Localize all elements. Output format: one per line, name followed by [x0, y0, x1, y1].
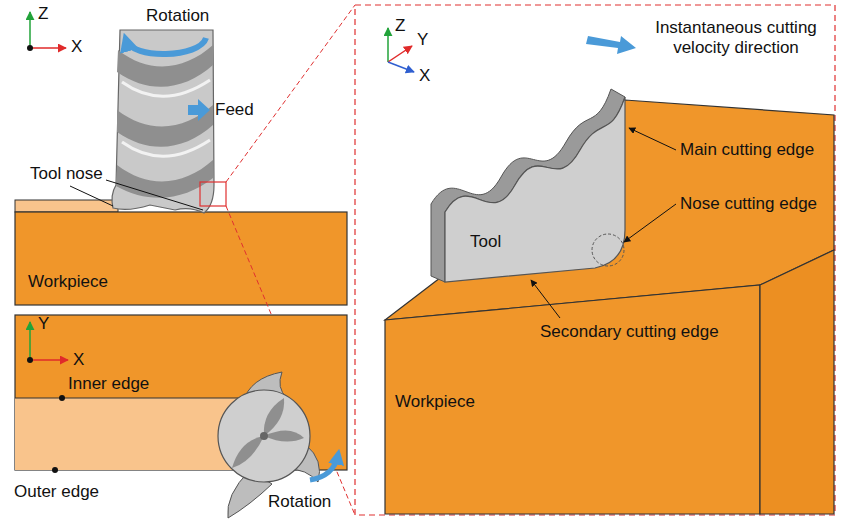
axis-label: X — [71, 37, 82, 57]
edge-dot — [52, 467, 58, 473]
node-text: Tool — [470, 232, 504, 252]
part-label: Main cutting edge — [680, 140, 814, 160]
workpiece-panel: Workpiece — [393, 390, 479, 416]
workpiece-right-face — [760, 250, 834, 514]
tool-front-face — [445, 97, 625, 282]
axis-origin — [27, 357, 33, 363]
leader-arrow — [629, 128, 676, 150]
axis-label: Y — [38, 314, 49, 334]
leader-line — [70, 186, 113, 206]
tool-body: Tool — [468, 230, 506, 256]
motion-label: Instantaneous cutting velocity direction — [638, 18, 834, 59]
machined-strip — [15, 200, 118, 212]
y-axis — [388, 46, 412, 62]
side-view — [15, 5, 355, 515]
edge-dot — [59, 395, 65, 401]
zoom-box — [200, 182, 226, 206]
tool-center — [260, 432, 268, 440]
x-axis — [388, 62, 414, 72]
z-axis — [387, 28, 389, 62]
rotation-arrow — [310, 455, 338, 480]
y-axis — [29, 322, 31, 360]
part-label: Secondary cutting edge — [540, 322, 719, 342]
node-text: Workpiece — [28, 272, 110, 292]
zoom-line — [226, 5, 355, 182]
flute-groove — [264, 430, 304, 441]
motion-label: Rotation — [268, 492, 331, 512]
feed-arrow — [188, 99, 210, 121]
detail-frame — [355, 5, 835, 515]
workpiece-block — [15, 212, 347, 305]
axis-label: X — [419, 66, 430, 86]
flute-groove — [232, 436, 264, 468]
workpiece-panel: Workpiece — [26, 270, 112, 296]
part-label: Tool nose — [30, 164, 103, 184]
axis-label: X — [73, 350, 84, 370]
tool-side-face — [431, 89, 625, 282]
motion-label: Rotation — [146, 6, 209, 26]
flute-highlight — [122, 140, 210, 156]
leader-line — [106, 180, 203, 210]
flute-groove — [264, 398, 284, 436]
nose-marker — [592, 234, 624, 266]
x-axis — [30, 47, 66, 49]
motion-label: Feed — [215, 100, 254, 120]
node-text: Workpiece — [395, 392, 477, 412]
axis-origin — [27, 45, 33, 51]
leader-arrow — [531, 280, 560, 318]
inner-edge-line — [15, 398, 262, 399]
end-mill-body — [112, 30, 214, 213]
part-label: Outer edge — [14, 482, 99, 502]
axis-label: Z — [38, 4, 48, 24]
rotation-arrow — [126, 38, 206, 54]
workpiece-left-face — [385, 285, 760, 514]
velocity-arrow — [586, 36, 636, 54]
x-axis — [30, 359, 68, 361]
flute-highlight — [122, 80, 210, 96]
z-axis — [29, 12, 31, 48]
top-view — [15, 315, 347, 518]
helical-flute — [116, 160, 213, 198]
detail-view — [355, 5, 835, 515]
leader-arrow — [624, 204, 676, 242]
end-mill-top — [218, 390, 310, 482]
part-label: Inner edge — [68, 374, 149, 394]
axis-label: Y — [417, 30, 428, 50]
axis-label: Z — [395, 16, 405, 36]
part-label: Nose cutting edge — [680, 194, 817, 214]
